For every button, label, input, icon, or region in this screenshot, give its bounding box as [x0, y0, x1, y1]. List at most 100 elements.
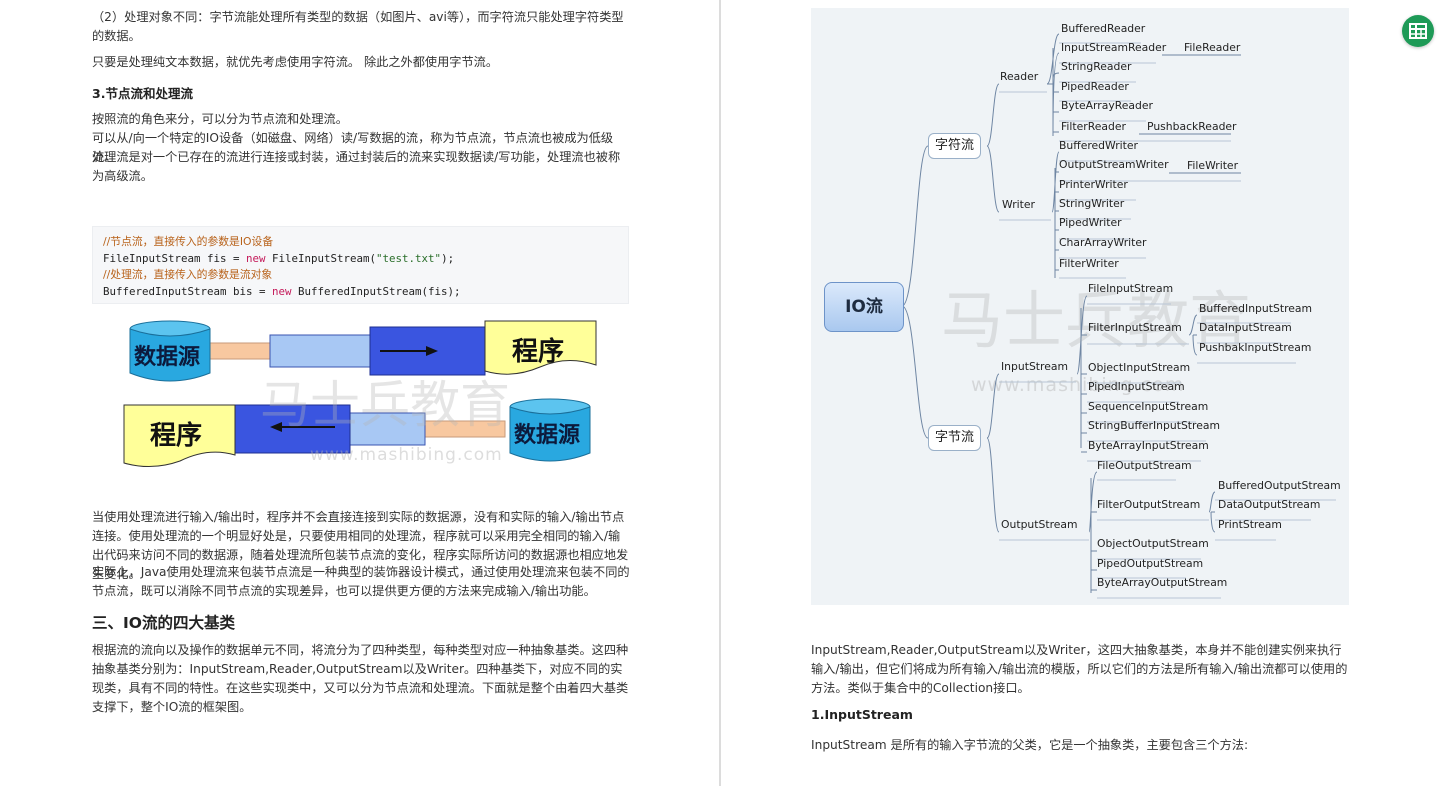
mindmap-leaf: FileOutputStream — [1097, 459, 1192, 472]
watermark: 马士兵教育 — [941, 284, 1252, 357]
mindmap-leaf: PrinterWriter — [1059, 178, 1128, 191]
datasource-cylinder — [509, 406, 591, 462]
mindmap-leaf: FileReader — [1184, 41, 1241, 54]
program-label: 程序 — [512, 337, 565, 367]
para-four-base-classes: 根据流的流向以及操作的数据单元不同，将流分为了四种类型，每种类型对应一种抽象基类… — [92, 643, 629, 714]
watermark-url: www.mashibing.com — [971, 374, 1185, 396]
mindmap-leaf: PipedInputStream — [1088, 380, 1185, 393]
pipe-segment — [269, 334, 376, 368]
mindmap-leaf: BufferedOutputStream — [1218, 479, 1341, 492]
mindmap-writer: Writer — [1002, 198, 1035, 211]
mindmap-leaf: ByteArrayReader — [1061, 99, 1153, 112]
mindmap-connector — [1088, 471, 1098, 593]
mindmap-leaf: CharArrayWriter — [1059, 236, 1147, 249]
stream-flow-diagram: 马士兵教育 www.mashibing.com 数据源 程序 程序 数据源 — [120, 315, 600, 475]
watermark-url: www.mashibing.com — [310, 445, 503, 465]
mindmap-connector — [1046, 33, 1060, 137]
mindmap-leaf: DataOutputStream — [1218, 498, 1321, 511]
mindmap-leaf: ByteArrayOutputStream — [1097, 576, 1228, 589]
pipe-segment — [234, 404, 351, 454]
mindmap-connector — [901, 305, 929, 439]
datasource-label: 数据源 — [514, 423, 581, 448]
mindmap-leaf: BufferedReader — [1061, 22, 1146, 35]
mindmap-leaf: PipedWriter — [1059, 216, 1122, 229]
arrow-head-icon — [426, 346, 438, 356]
mindmap-leaf: FilterReader — [1061, 120, 1126, 133]
mindmap-connector — [1051, 151, 1060, 278]
spreadsheet-toggle-button[interactable] — [1402, 15, 1434, 47]
watermark: 马士兵教育 — [260, 376, 510, 434]
flow-diagram-svg — [123, 320, 597, 467]
arrow-head-icon — [270, 422, 282, 432]
para-base-classes-abstract: InputStream,Reader,OutputStream以及Writer，… — [811, 643, 1348, 695]
mindmap-leaf: PushbakInputStream — [1199, 341, 1312, 354]
code-comment: //处理流，直接传入的参数是流对象 — [103, 268, 273, 281]
program-box — [123, 404, 236, 467]
mindmap-leaf: FilterOutputStream — [1097, 498, 1201, 511]
mindmap-connector — [1076, 295, 1088, 453]
mindmap-leaf: PushbackReader — [1147, 120, 1237, 133]
code-keyword: new — [246, 251, 266, 265]
para-inputstream-desc: InputStream 是所有的输入字节流的父类，它是一个抽象类，主要包含三个方… — [811, 738, 1249, 752]
code-text: ); — [441, 251, 455, 265]
program-label: 程序 — [150, 421, 203, 451]
para-processing-objects: （2）处理对象不同：字节流能处理所有类型的数据（如图片、avi等），而字符流只能… — [92, 10, 624, 43]
mindmap-leaf: FileWriter — [1187, 159, 1239, 172]
pipe-segment — [344, 412, 426, 446]
heading-node-processing: 3.节点流和处理流 — [92, 86, 193, 101]
mindmap-connector — [1208, 491, 1216, 533]
section-heading-four-base-classes: 三、IO流的四大基类 — [92, 614, 235, 632]
mindmap-leaf: ObjectOutputStream — [1097, 537, 1209, 550]
code-text: BufferedInputStream bis = — [103, 284, 273, 298]
datasource-cylinder — [129, 328, 211, 382]
mindmap-connector — [986, 373, 1000, 439]
mindmap-leaf: OutputStreamWriter — [1059, 158, 1169, 171]
mindmap-leaf: InputStreamReader — [1061, 41, 1167, 54]
table-icon — [1409, 23, 1427, 39]
mindmap-leaf: PipedReader — [1061, 80, 1129, 93]
mindmap-connector — [901, 145, 929, 307]
left-page: （2）处理对象不同：字节流能处理所有类型的数据（如图片、avi等），而字符流只能… — [0, 0, 719, 786]
mindmap-connector — [986, 145, 1000, 213]
mindmap-leaf: SequenceInputStream — [1088, 400, 1209, 413]
code-text: FileInputStream( — [265, 251, 377, 265]
mindmap-connector — [1188, 314, 1198, 356]
mindmap-leaf: BufferedWriter — [1059, 139, 1138, 152]
mindmap-leaf: FileInputStream — [1088, 282, 1174, 295]
mindmap-byte-stream: 字节流 — [928, 425, 982, 451]
mindmap-leaf: FilterInputStream — [1088, 321, 1182, 334]
code-text: FileInputStream fis = — [103, 251, 247, 265]
mindmap-leaf: FilterWriter — [1059, 257, 1119, 270]
mindmap-connector — [986, 83, 1000, 147]
mindmap-leaf: ObjectInputStream — [1088, 361, 1191, 374]
code-block: //节点流，直接传入的参数是IO设备 FileInputStream fis =… — [92, 226, 629, 304]
code-comment: //节点流，直接传入的参数是IO设备 — [103, 235, 274, 248]
para-processing-stream-def: 处理流是对一个已存在的流进行连接或封装，通过封装后的流来实现数据读/写功能，处理… — [92, 150, 621, 183]
para-node-stream-def: 可以从/向一个特定的IO设备（如磁盘、网络）读/写数据的流，称为节点流，节点流也… — [92, 131, 614, 164]
heading-inputstream: 1.InputStream — [811, 707, 913, 722]
para-role-split: 按照流的角色来分，可以分为节点流和处理流。 — [92, 112, 348, 126]
para-processing-benefit: 当使用处理流进行输入/输出时，程序并不会直接连接到实际的数据源，没有和实际的输入… — [92, 510, 629, 581]
mindmap-leaf: DataInputStream — [1199, 321, 1292, 334]
para-decorator-pattern: 实际上，Java使用处理流来包装节点流是一种典型的装饰器设计模式，通过使用处理流… — [92, 565, 630, 598]
mindmap-leaf: BufferedInputStream — [1199, 302, 1313, 315]
pipe-segment — [204, 342, 276, 360]
mindmap-lines — [901, 33, 1336, 599]
code-text: BufferedInputStream(fis); — [291, 284, 461, 298]
mindmap-leaf: ByteArrayInputStream — [1088, 439, 1209, 452]
program-box — [484, 320, 597, 375]
mindmap-leaf: StringWriter — [1059, 197, 1125, 210]
mindmap-root: IO流 — [824, 282, 904, 332]
mindmap-reader: Reader — [1000, 70, 1039, 83]
mindmap-char-stream: 字符流 — [928, 133, 982, 159]
para-prefer-char-stream: 只要是处理纯文本数据，就优先考虑使用字符流。 除此之外都使用字节流。 — [92, 55, 499, 69]
code-keyword: new — [272, 284, 292, 298]
mindmap-leaf: PipedOutputStream — [1097, 557, 1204, 570]
page-divider — [719, 0, 721, 786]
mindmap-connector — [986, 437, 1000, 533]
mindmap-leaf: StringBufferInputStream — [1088, 419, 1221, 432]
code-string: "test.txt" — [376, 251, 442, 265]
mindmap-inputstream: InputStream — [1001, 360, 1069, 373]
io-mindmap: 马士兵教育 www.mashibing.com — [811, 8, 1349, 605]
mindmap-leaf: PrintStream — [1218, 518, 1282, 531]
